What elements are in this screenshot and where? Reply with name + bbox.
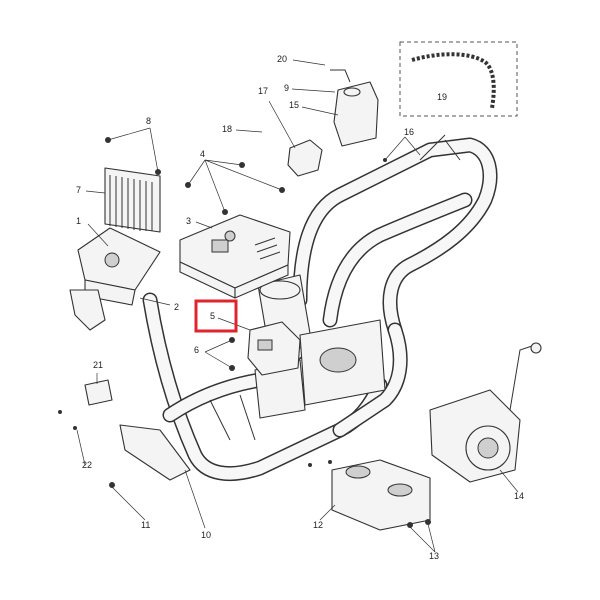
callout-17: 17 <box>258 86 269 96</box>
callout-4: 4 <box>200 149 206 159</box>
callout-22: 22 <box>82 460 93 470</box>
small-parts <box>84 379 191 481</box>
callout-19: 19 <box>437 92 448 102</box>
callout-21: 21 <box>93 360 104 370</box>
motor-controller <box>247 321 301 376</box>
callout-11: 11 <box>141 520 151 530</box>
callout-9: 9 <box>284 83 290 93</box>
switch-block <box>331 459 431 531</box>
drive-chain-inset <box>399 41 518 117</box>
callout-3: 3 <box>186 216 192 226</box>
callout-5: 5 <box>210 311 216 321</box>
callout-14: 14 <box>514 491 525 501</box>
callout-18: 18 <box>222 124 233 134</box>
callout-6: 6 <box>194 345 200 355</box>
callout-10: 10 <box>201 530 212 540</box>
callout-20: 20 <box>277 54 288 64</box>
callout-8: 8 <box>146 116 152 126</box>
callout-7: 7 <box>76 185 82 195</box>
controller-unit <box>69 227 161 331</box>
leader-lines <box>76 59 519 553</box>
callout-1: 1 <box>76 216 82 226</box>
battery-module <box>179 214 291 299</box>
callout-13: 13 <box>429 551 440 561</box>
hub-motor <box>429 342 542 483</box>
radiator <box>104 167 161 233</box>
coolant-reservoir <box>287 69 379 177</box>
callout-16: 16 <box>404 127 415 137</box>
callout-2: 2 <box>174 302 180 312</box>
callout-highlight <box>194 299 238 333</box>
callout-15: 15 <box>289 100 300 110</box>
callout-12: 12 <box>313 520 324 530</box>
